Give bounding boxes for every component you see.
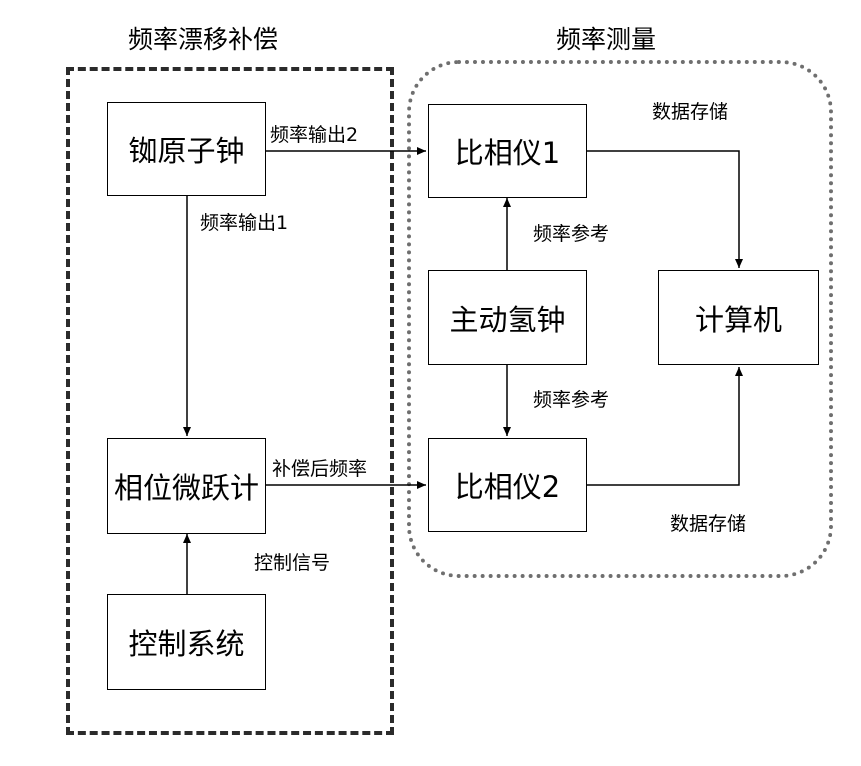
frequency-measurement-group [407, 60, 833, 578]
label-control-signal: 控制信号 [254, 552, 331, 574]
arrow-comparator-2-to-computer [587, 367, 743, 486]
label-freq-output-2: 频率输出2 [270, 124, 359, 146]
label-data-storage-top: 数据存储 [652, 101, 729, 123]
active-hydrogen-maser-box: 主动氢钟 [428, 270, 587, 365]
computer-box: 计算机 [658, 270, 819, 365]
arrow-comparator-1-to-computer [587, 150, 743, 268]
label-frequency-reference-top: 频率参考 [533, 223, 610, 245]
label-freq-output-1: 频率输出1 [200, 212, 289, 234]
label-data-storage-bottom: 数据存储 [670, 513, 747, 535]
control-system-box: 控制系统 [107, 594, 266, 690]
label-frequency-reference-bottom: 频率参考 [533, 389, 610, 411]
phase-comparator-2-box: 比相仪2 [428, 438, 587, 532]
rubidium-clock-box: 铷原子钟 [107, 102, 266, 196]
phase-microstepper-box: 相位微跃计 [107, 438, 266, 534]
compensation-group-title: 频率漂移补偿 [128, 25, 279, 54]
frequency-drift-compensation-group [66, 67, 394, 735]
measurement-group-title: 频率测量 [556, 25, 657, 54]
phase-comparator-1-box: 比相仪1 [428, 104, 587, 198]
label-compensated-frequency: 补偿后频率 [272, 458, 368, 480]
